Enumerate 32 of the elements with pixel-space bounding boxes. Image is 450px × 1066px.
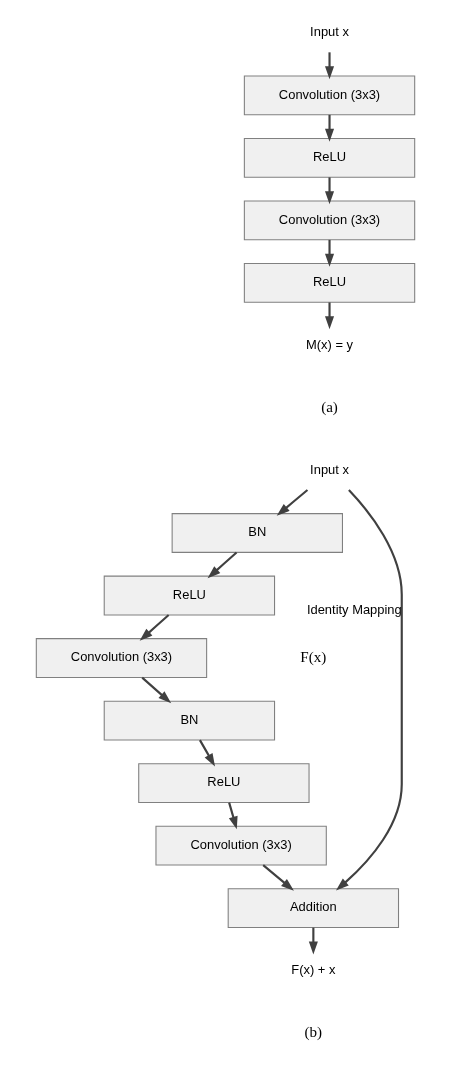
arrow bbox=[207, 551, 237, 579]
arrow bbox=[335, 489, 403, 891]
node-box: ReLU bbox=[137, 763, 310, 804]
label: F(x) bbox=[299, 649, 326, 666]
arrow bbox=[324, 239, 334, 267]
node-box: Convolution (3x3) bbox=[243, 75, 415, 116]
node-box: BN bbox=[171, 513, 343, 553]
node-box: Convolution (3x3) bbox=[243, 200, 415, 241]
arrow bbox=[276, 489, 308, 516]
node-box: Convolution (3x3) bbox=[35, 638, 207, 678]
arrow bbox=[262, 864, 294, 891]
node-text: F(x) + x bbox=[290, 962, 335, 978]
node-text: Input x bbox=[309, 461, 349, 477]
node-box: Addition bbox=[227, 888, 399, 929]
node-box: BN bbox=[103, 700, 275, 741]
label: (b) bbox=[304, 1024, 322, 1041]
node-box: ReLU bbox=[243, 262, 415, 303]
node-box: ReLU bbox=[103, 575, 275, 616]
arrow bbox=[139, 614, 169, 641]
arrow bbox=[324, 52, 334, 80]
node-text: M(x) = y bbox=[305, 336, 353, 352]
arrow bbox=[324, 114, 334, 142]
arrow bbox=[141, 676, 171, 704]
node-box: Convolution (3x3) bbox=[154, 825, 327, 866]
arrow bbox=[324, 177, 334, 205]
node-box: ReLU bbox=[243, 137, 415, 178]
edge-label: Identity Mapping bbox=[306, 602, 402, 618]
node-text: Input x bbox=[309, 24, 349, 40]
label: (a) bbox=[320, 398, 338, 415]
arrow bbox=[198, 739, 215, 767]
arrow bbox=[324, 302, 334, 330]
arrow bbox=[227, 802, 238, 830]
